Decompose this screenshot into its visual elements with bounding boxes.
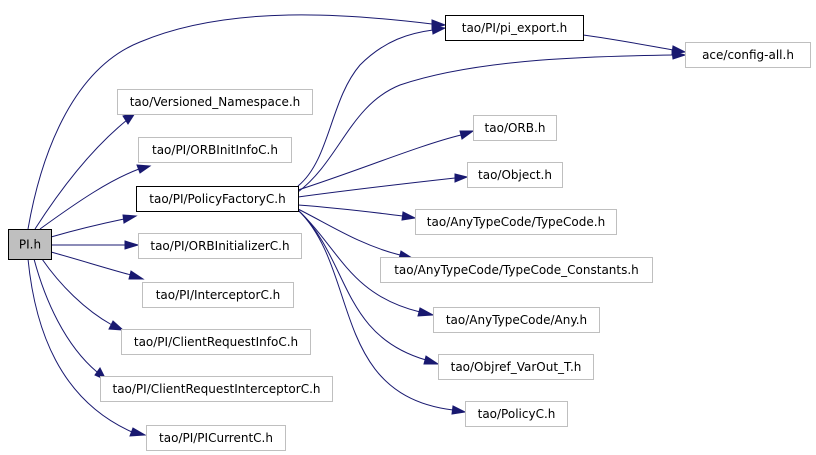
node-box bbox=[121, 329, 311, 355]
edge-policyfactory-to-orb bbox=[297, 134, 462, 191]
node-pi-export[interactable]: tao/PI/pi_export.h bbox=[445, 15, 584, 41]
nodes-layer: PI.h tao/PI/pi_export.h ace/config-all.h ta… bbox=[8, 15, 811, 451]
node-versioned-ns[interactable]: tao/Versioned_Namespace.h bbox=[117, 89, 313, 115]
edge-pi_h-to-orbinitinfo bbox=[39, 168, 140, 230]
node-box bbox=[438, 354, 594, 380]
node-pi-h[interactable]: PI.h bbox=[8, 229, 52, 260]
node-box bbox=[415, 209, 617, 235]
edges-layer bbox=[27, 14, 687, 437]
node-label: tao/PI/ORBInitInfoC.h bbox=[152, 143, 278, 157]
node-clientrequestinfo[interactable]: tao/PI/ClientRequestInfoC.h bbox=[121, 329, 311, 355]
node-box bbox=[465, 401, 568, 427]
edge-policyfactory-to-objref_varout bbox=[297, 209, 427, 361]
arrowhead-policyfactory-to-objref_varout bbox=[423, 355, 440, 365]
node-object[interactable]: tao/Object.h bbox=[467, 162, 563, 188]
edge-policyfactory-to-policyc bbox=[297, 209, 454, 411]
node-box bbox=[380, 257, 653, 283]
node-typecode-constants[interactable]: tao/AnyTypeCode/TypeCode_Constants.h bbox=[380, 257, 653, 283]
edge-policyfactory-to-any bbox=[297, 209, 421, 313]
arrowhead-policyfactory-to-pi_export bbox=[431, 25, 447, 35]
arrowhead-policyfactory-to-any bbox=[417, 307, 435, 317]
node-label: tao/AnyTypeCode/TypeCode.h bbox=[427, 215, 605, 229]
node-box bbox=[445, 15, 584, 41]
edge-pi_h-to-versioned_ns bbox=[34, 119, 128, 230]
node-label: tao/PI/PICurrentC.h bbox=[159, 431, 273, 445]
edge-pi_h-to-clientrequestinterceptor bbox=[33, 258, 98, 373]
node-policyc[interactable]: tao/PolicyC.h bbox=[465, 401, 568, 427]
arrowhead-pi_h-to-orbinitinfo bbox=[136, 164, 152, 174]
node-interceptor[interactable]: tao/PI/InterceptorC.h bbox=[142, 282, 294, 308]
arrowhead-policyfactory-to-typecode bbox=[401, 211, 417, 221]
node-clientrequestinterceptor[interactable]: tao/PI/ClientRequestInterceptorC.h bbox=[100, 376, 333, 402]
node-any[interactable]: tao/AnyTypeCode/Any.h bbox=[433, 307, 600, 333]
node-box bbox=[433, 307, 600, 333]
node-label: tao/PI/InterceptorC.h bbox=[156, 288, 281, 302]
node-orbinitinfo[interactable]: tao/PI/ORBInitInfoC.h bbox=[138, 137, 292, 163]
node-orbinitializer[interactable]: tao/PI/ORBInitializerC.h bbox=[138, 233, 302, 259]
arrowhead-pi_h-to-orbinitializer bbox=[124, 240, 140, 250]
edge-pi_export-to-config_all bbox=[582, 34, 674, 51]
node-label: tao/PolicyC.h bbox=[478, 407, 556, 421]
node-label: tao/Objref_VarOut_T.h bbox=[451, 360, 582, 374]
edge-pi_h-to-picurrent bbox=[27, 258, 133, 433]
node-label: tao/PI/PolicyFactoryC.h bbox=[149, 192, 285, 206]
node-label: tao/PI/pi_export.h bbox=[462, 21, 568, 35]
node-picurrent[interactable]: tao/PI/PICurrentC.h bbox=[146, 425, 286, 451]
node-config-all[interactable]: ace/config-all.h bbox=[685, 42, 811, 68]
node-typecode[interactable]: tao/AnyTypeCode/TypeCode.h bbox=[415, 209, 617, 235]
arrowhead-policyfactory-to-config_all bbox=[671, 50, 687, 60]
node-label: tao/AnyTypeCode/TypeCode_Constants.h bbox=[394, 263, 639, 277]
arrowhead-policyfactory-to-policyc bbox=[451, 405, 467, 415]
node-label: tao/ORB.h bbox=[485, 121, 546, 135]
arrowhead-pi_h-to-clientrequestinfo bbox=[108, 320, 125, 331]
edge-pi_h-to-policyfactory bbox=[50, 218, 125, 238]
node-label: tao/AnyTypeCode/Any.h bbox=[446, 313, 587, 327]
edge-policyfactory-to-typecode_constants bbox=[297, 208, 401, 256]
edge-policyfactory-to-pi_export bbox=[297, 29, 434, 187]
edge-policyfactory-to-typecode bbox=[297, 204, 404, 217]
node-label: PI.h bbox=[19, 238, 41, 252]
node-label: tao/PI/ClientRequestInfoC.h bbox=[134, 335, 298, 349]
node-box bbox=[146, 425, 286, 451]
edge-pi_h-to-interceptor bbox=[50, 251, 132, 276]
edge-policyfactory-to-object bbox=[297, 177, 456, 198]
node-label: tao/Object.h bbox=[478, 168, 552, 182]
arrowhead-pi_h-to-interceptor bbox=[128, 270, 145, 280]
node-box bbox=[100, 376, 333, 402]
node-label: tao/PI/ORBInitializerC.h bbox=[150, 239, 289, 253]
arrowhead-policyfactory-to-object bbox=[454, 173, 469, 183]
arrowhead-pi_h-to-picurrent bbox=[129, 427, 147, 437]
node-label: tao/PI/ClientRequestInterceptorC.h bbox=[112, 382, 320, 396]
node-box bbox=[138, 233, 302, 259]
edge-pi_h-to-clientrequestinfo bbox=[41, 258, 113, 326]
node-box bbox=[142, 282, 294, 308]
node-box bbox=[473, 115, 557, 141]
node-label: ace/config-all.h bbox=[702, 48, 794, 62]
node-box bbox=[685, 42, 811, 68]
arrowhead-pi_h-to-policyfactory bbox=[122, 214, 138, 224]
node-objref-varout[interactable]: tao/Objref_VarOut_T.h bbox=[438, 354, 594, 380]
node-orb[interactable]: tao/ORB.h bbox=[473, 115, 557, 141]
node-box bbox=[136, 186, 299, 212]
node-policyfactory[interactable]: tao/PI/PolicyFactoryC.h bbox=[136, 186, 299, 212]
node-box bbox=[8, 229, 52, 260]
node-label: tao/Versioned_Namespace.h bbox=[130, 95, 301, 109]
node-box bbox=[138, 137, 292, 163]
edge-policyfactory-to-config_all bbox=[297, 54, 674, 193]
edge-pi_h-to-pi_export bbox=[27, 14, 433, 230]
node-box bbox=[467, 162, 563, 188]
node-box bbox=[117, 89, 313, 115]
arrowhead-policyfactory-to-orb bbox=[459, 130, 475, 140]
